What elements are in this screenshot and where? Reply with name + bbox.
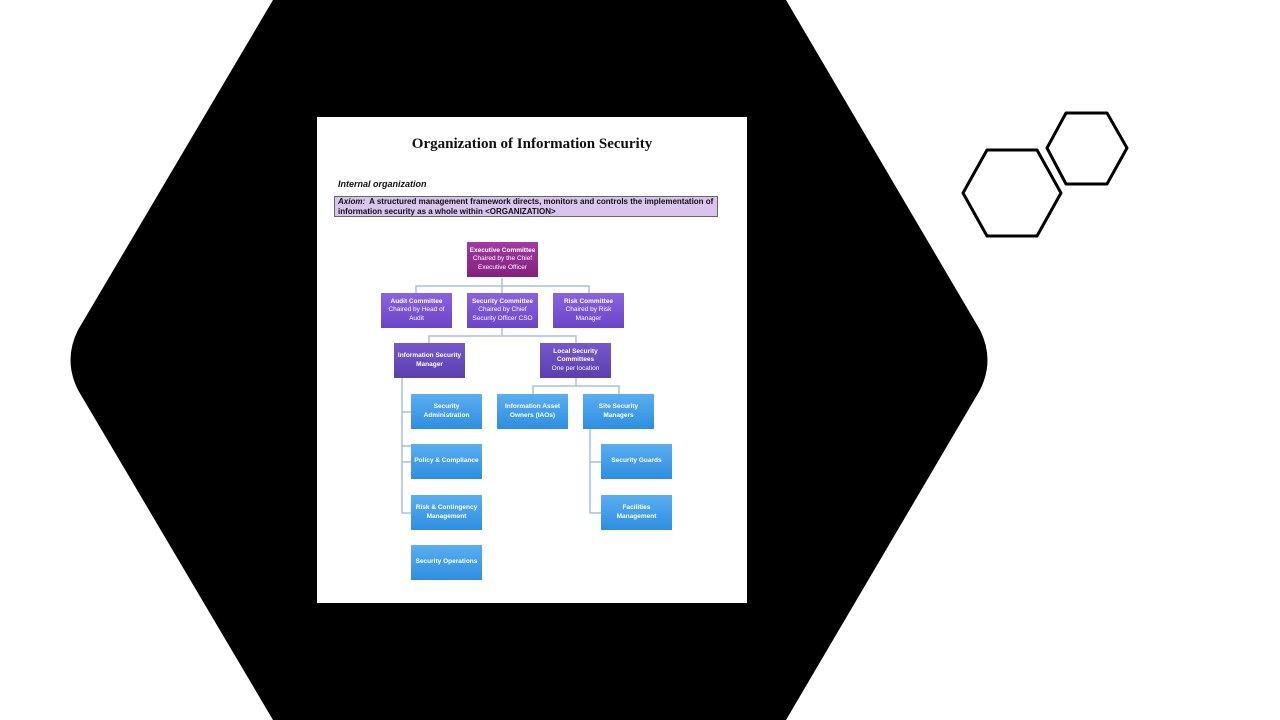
org-node-site-security-managers: Site Security Managers <box>583 394 654 429</box>
document-title: Organization of Information Security <box>411 136 653 152</box>
org-node-security-administration: Security Administration <box>411 394 482 429</box>
outline-hexagon-small-right <box>1045 111 1129 186</box>
org-node-security-guards: Security Guards <box>601 444 672 479</box>
org-chart-document: Organization of Information Security Int… <box>317 117 747 603</box>
axiom-label: Axiom: <box>338 197 366 206</box>
axiom-box: Axiom:A structured management framework … <box>334 196 718 217</box>
org-node-information-security-manager: Information Security Manager <box>394 343 465 378</box>
org-node-risk-contingency: Risk & Contingency Management <box>411 495 482 530</box>
axiom-text: A structured management framework direct… <box>338 197 714 216</box>
org-node-security-operations: Security Operations <box>411 545 482 580</box>
outline-hexagon-small-left <box>961 148 1063 238</box>
document-subtitle: Internal organization <box>338 179 427 189</box>
org-node-facilities-management: Facilities Management <box>601 495 672 530</box>
org-node-information-asset-owners: Information Asset Owners (IAOs) <box>497 394 568 429</box>
org-chart-connectors <box>401 278 620 514</box>
org-node-policy-compliance: Policy & Compliance <box>411 444 482 479</box>
